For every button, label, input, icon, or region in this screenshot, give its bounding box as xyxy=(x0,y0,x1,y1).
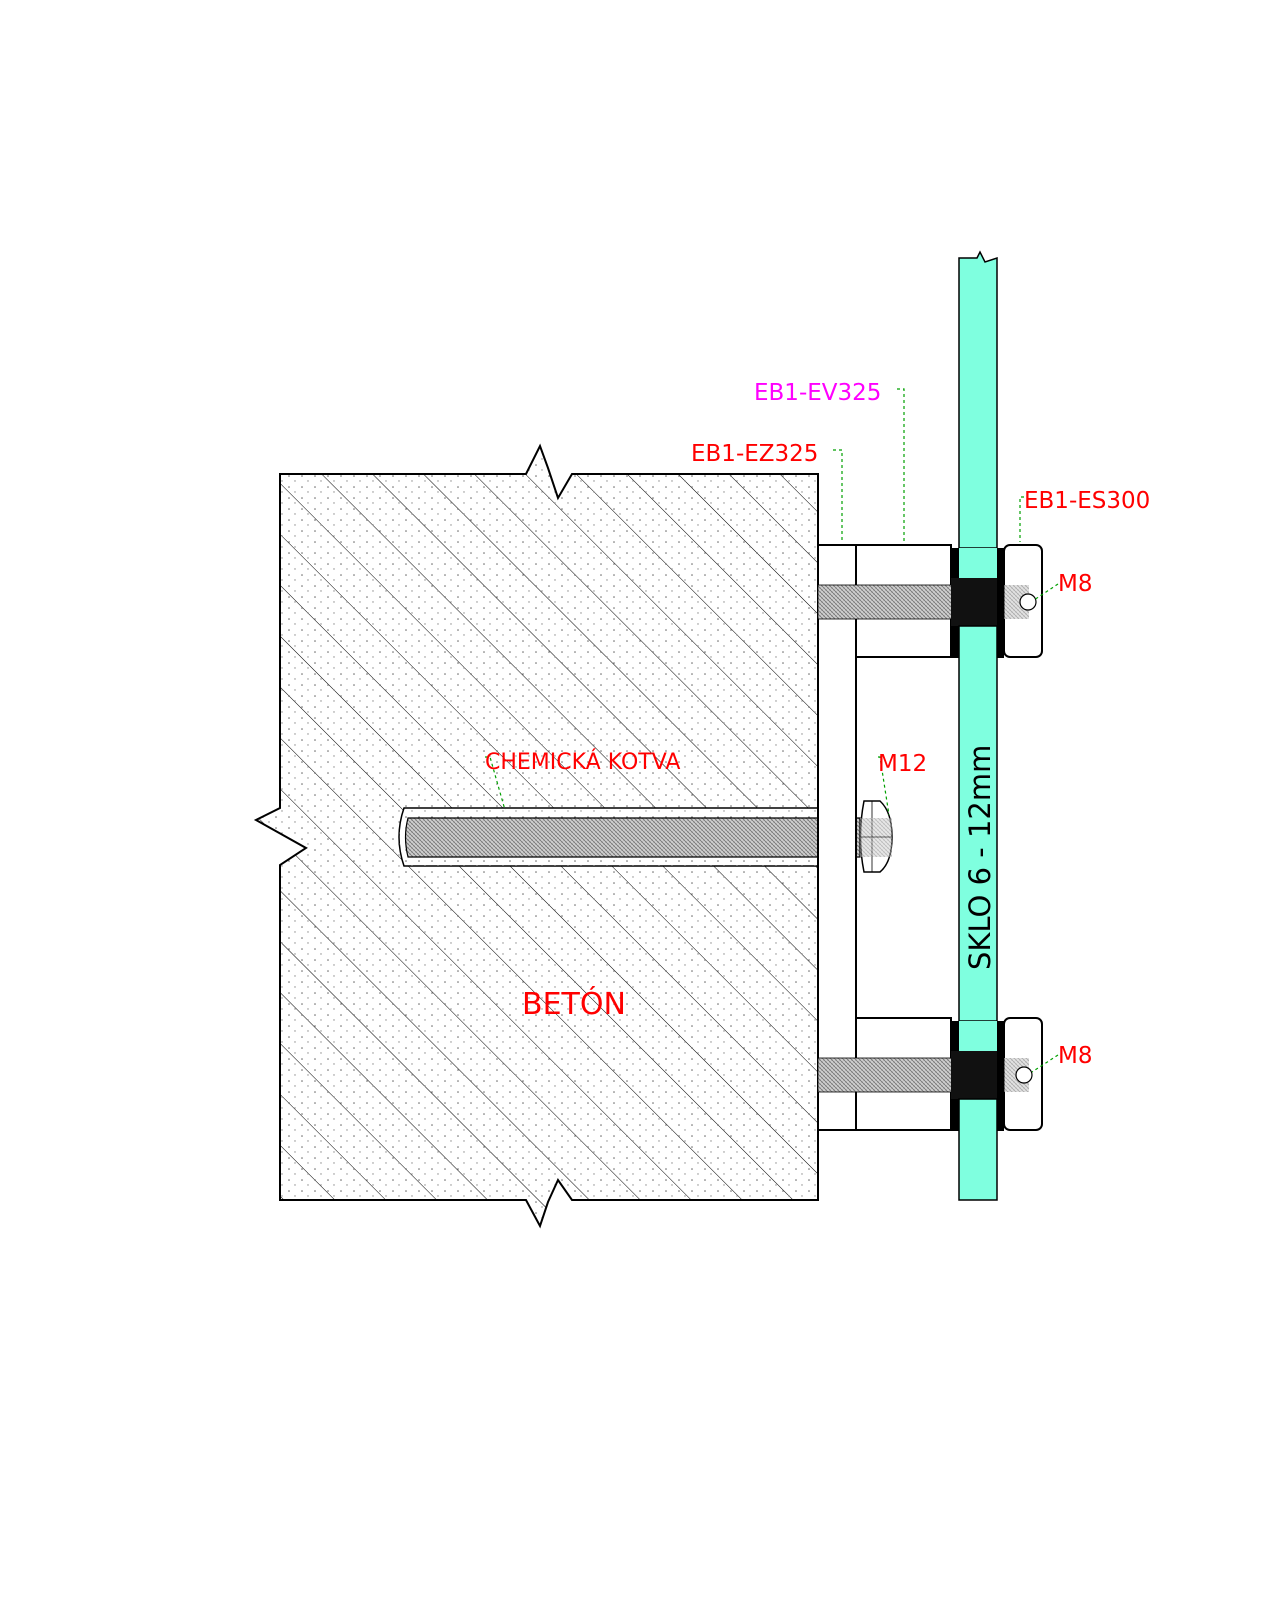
leader-es300 xyxy=(1019,496,1024,542)
bottom-gasket-center xyxy=(951,1051,997,1099)
label-ez325: EB1-EZ325 xyxy=(691,441,818,467)
label-chem-anchor: CHEMICKÁ KOTVA xyxy=(485,749,680,775)
label-m12: M12 xyxy=(878,751,927,777)
leader-m12 xyxy=(878,756,890,816)
label-ev325: EB1-EV325 xyxy=(754,380,881,406)
label-es300: EB1-ES300 xyxy=(1024,488,1150,514)
annotation-labels: EB1-EV325 EB1-EZ325 EB1-ES300 M8 M8 M12 … xyxy=(485,380,1150,1069)
leader-m8-top xyxy=(1033,583,1059,601)
m12-nut xyxy=(859,800,893,873)
top-gasket-right xyxy=(997,548,1004,658)
top-standoff xyxy=(817,544,1043,658)
support-plate xyxy=(817,544,857,1131)
leader-ev325 xyxy=(897,388,905,542)
label-m8-bottom: M8 xyxy=(1058,1043,1092,1069)
glass-label: SKLO 6 - 12mm xyxy=(963,745,997,970)
chemical-anchor xyxy=(398,807,861,867)
leader-chem xyxy=(485,756,506,811)
bottom-standoff xyxy=(817,1017,1043,1131)
label-concrete: BETÓN xyxy=(522,985,626,1022)
top-gasket-center xyxy=(951,578,997,626)
glass-pane: SKLO 6 - 12mm xyxy=(958,250,998,1201)
leader-ez325 xyxy=(833,449,843,542)
label-m8-top: M8 xyxy=(1058,571,1092,597)
top-cap-hole xyxy=(1019,593,1037,611)
leader-lines xyxy=(485,388,1059,1073)
anchor-rod xyxy=(404,817,861,858)
bottom-gasket-right xyxy=(997,1021,1004,1131)
bottom-cap-hole xyxy=(1015,1066,1033,1084)
leader-m8-bottom xyxy=(1031,1054,1059,1073)
